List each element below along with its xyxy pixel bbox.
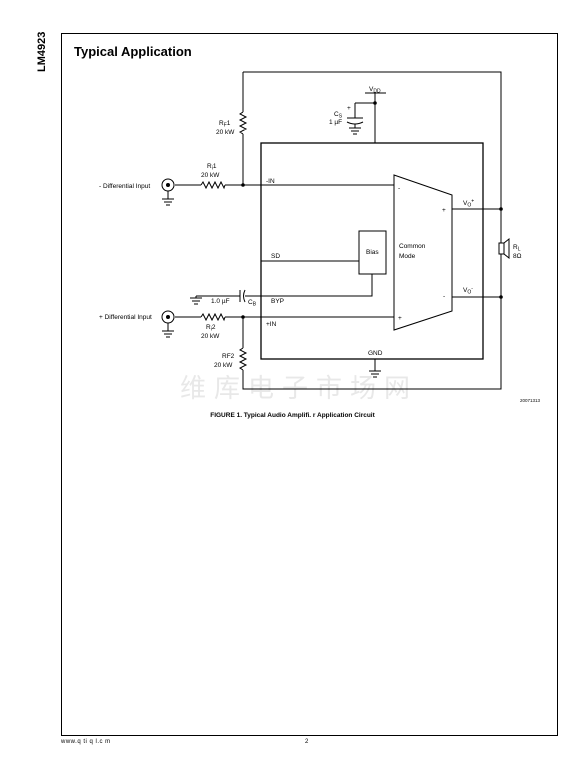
pin-plus-in: +IN <box>266 321 277 328</box>
junction-dot <box>499 207 503 211</box>
amplifier-chip-body <box>260 142 484 360</box>
rf1-resistor <box>238 111 248 135</box>
ri1-resistor <box>200 180 226 190</box>
ground-icon <box>349 127 361 135</box>
speaker-icon <box>498 237 510 260</box>
ri2-resistor <box>200 312 226 322</box>
junction-dot <box>373 101 377 105</box>
junction-dots <box>241 101 503 319</box>
ri1-label: Ri1 <box>207 163 217 172</box>
ground-icon <box>162 330 174 338</box>
cb-label: CB <box>248 299 257 308</box>
amp-plus-sign: + <box>398 315 402 322</box>
figure-code: 20071313 <box>520 398 541 403</box>
ground-icon <box>369 370 381 378</box>
vdd-label: VDD <box>369 86 381 95</box>
plus-input-jack <box>161 310 175 331</box>
wires <box>175 71 502 390</box>
rf2-bottom-wire <box>242 297 502 390</box>
rf1-label: RF1 <box>219 120 231 129</box>
out-minus-sign: - <box>443 293 445 300</box>
junction-dot <box>241 183 245 187</box>
rl-value: 8Ω <box>513 253 522 260</box>
ri2-label: Ri2 <box>206 324 216 333</box>
cs-polarity: + <box>347 105 351 112</box>
common-mode-label-2: Mode <box>399 253 416 260</box>
ri2-value: 20 kW <box>201 333 220 340</box>
pin-gnd: GND <box>368 350 383 357</box>
rf2-label: RF2 <box>222 353 235 360</box>
section-title: Typical Application <box>74 44 192 59</box>
amp-minus-sign: - <box>398 185 400 192</box>
out-plus-sign: + <box>442 207 446 214</box>
cs-capacitor <box>346 117 364 128</box>
cb-capacitor <box>239 289 246 303</box>
pin-byp: BYP <box>271 298 284 305</box>
page-number: 2 <box>305 739 309 745</box>
ri1-value: 20 kW <box>201 172 220 179</box>
rf2-value: 20 kW <box>214 362 233 369</box>
minus-input-jack <box>161 178 175 199</box>
footer-url: www.q ti q l.c m <box>61 739 111 745</box>
ground-icon <box>162 198 174 206</box>
byp-wire <box>245 274 373 297</box>
vo-minus-label: VO- <box>463 286 473 296</box>
vo-plus-label: VO+ <box>463 199 474 209</box>
feedback-top-wire <box>243 71 502 209</box>
figure-caption: FIGURE 1. Typical Audio Amplifi. r Appli… <box>210 412 375 419</box>
cb-value: 1.0 µF <box>211 298 230 305</box>
junction-dot <box>499 295 503 299</box>
pin-sd: SD <box>271 253 280 260</box>
plus-input-label: + Differential Input <box>99 314 152 321</box>
pin-minus-in: -IN <box>266 178 275 185</box>
rl-label: RL <box>513 244 521 253</box>
ground-icon <box>190 296 202 305</box>
common-mode-label-1: Common <box>399 243 426 250</box>
minus-input-label: - Differential Input <box>99 183 150 190</box>
bias-block <box>358 230 387 275</box>
cs-value: 1 µF <box>329 119 342 126</box>
rf2-resistor <box>238 347 248 371</box>
bias-label: Bias <box>366 249 379 256</box>
figure-frame <box>61 33 558 736</box>
rf1-value: 20 kW <box>216 129 235 136</box>
cs-label: CS <box>334 111 343 120</box>
differential-amplifier <box>393 174 453 331</box>
junction-dot <box>241 315 245 319</box>
